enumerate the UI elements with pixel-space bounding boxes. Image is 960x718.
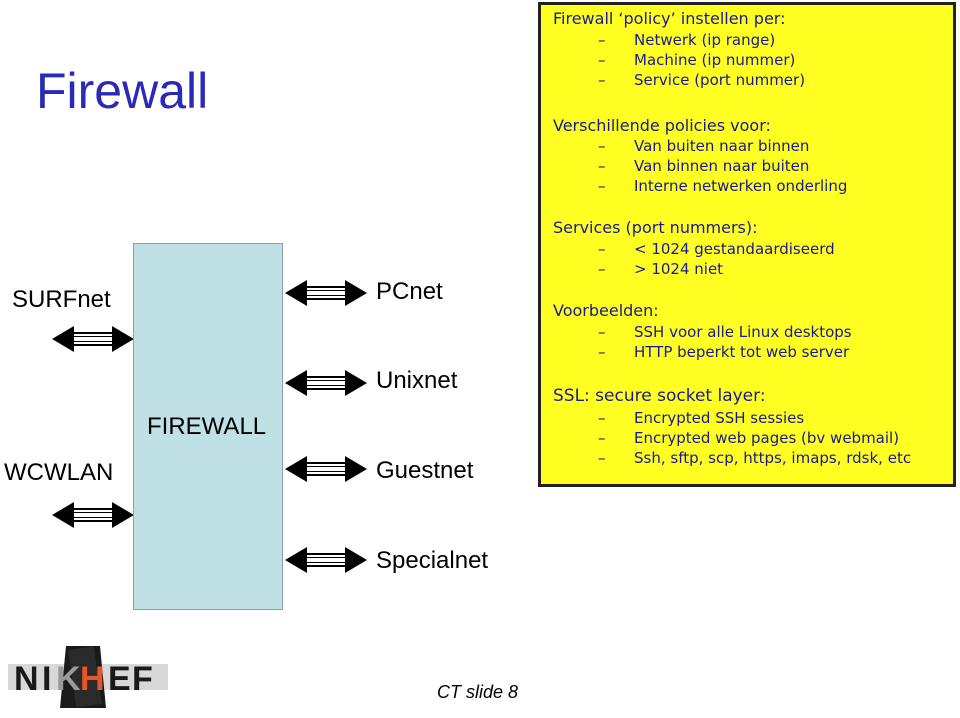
- bullet-dash: –: [598, 449, 606, 467]
- bullet-dash: –: [598, 51, 606, 69]
- policy-item: HTTP beperkt tot web server: [634, 343, 850, 361]
- arrow-unixnet: [285, 370, 367, 396]
- bullet-dash: –: [598, 240, 606, 258]
- bullet-dash: –: [598, 71, 606, 89]
- arrow-pcnet: [285, 280, 367, 306]
- policy-item: Ssh, sftp, scp, https, imaps, rdsk, etc: [634, 449, 912, 467]
- logo-letter-k: K: [56, 660, 81, 698]
- logo-letter-h: H: [80, 660, 105, 698]
- network-label-unixnet: Unixnet: [376, 367, 458, 394]
- bullet-dash: –: [598, 31, 606, 49]
- bullet-dash: –: [598, 429, 606, 447]
- policy-item: > 1024 niet: [634, 260, 724, 278]
- policy-heading-1: Firewall ‘policy’ instellen per:: [553, 9, 786, 28]
- policy-item: Van buiten naar binnen: [634, 137, 810, 155]
- policy-item: Interne netwerken onderling: [634, 177, 848, 195]
- arrow-surfnet: [52, 326, 134, 352]
- firewall-box: [133, 243, 283, 610]
- bullet-dash: –: [598, 409, 606, 427]
- network-label-wcwlan: WCWLAN: [4, 459, 114, 486]
- policy-heading-5: SSL: secure socket layer:: [553, 386, 766, 406]
- policy-heading-4: Voorbeelden:: [553, 301, 659, 320]
- logo-letter-f: F: [132, 660, 153, 698]
- policy-item: SSH voor alle Linux desktops: [634, 323, 852, 341]
- bullet-dash: –: [598, 137, 606, 155]
- network-label-guestnet: Guestnet: [376, 457, 474, 484]
- slide-number: CT slide 8: [437, 682, 519, 702]
- policy-heading-3: Services (port nummers):: [553, 218, 758, 237]
- policy-item: Encrypted SSH sessies: [634, 409, 805, 427]
- logo-letter-i: I: [42, 660, 51, 698]
- network-label-pcnet: PCnet: [376, 278, 443, 305]
- network-label-specialnet: Specialnet: [376, 547, 489, 574]
- bullet-dash: –: [598, 343, 606, 361]
- bullet-dash: –: [598, 157, 606, 175]
- policy-item: Machine (ip nummer): [634, 51, 796, 69]
- firewall-label: FIREWALL: [147, 413, 267, 440]
- policy-item: < 1024 gestandaardiseerd: [634, 240, 835, 258]
- bullet-dash: –: [598, 260, 606, 278]
- logo-letter-e: E: [108, 660, 131, 698]
- logo-letter-n: N: [14, 660, 39, 698]
- policy-item: Netwerk (ip range): [634, 31, 776, 49]
- arrow-guestnet: [285, 456, 367, 482]
- policy-heading-2: Verschillende policies voor:: [553, 116, 771, 135]
- network-label-surfnet: SURFnet: [12, 286, 111, 313]
- policy-item: Service (port nummer): [634, 71, 806, 89]
- arrow-specialnet: [285, 547, 367, 573]
- bullet-dash: –: [598, 323, 606, 341]
- policy-item: Encrypted web pages (bv webmail): [634, 429, 900, 447]
- policy-item: Van binnen naar buiten: [634, 157, 810, 175]
- bullet-dash: –: [598, 177, 606, 195]
- nikhef-logo: N I K H E F: [8, 644, 168, 710]
- arrow-wcwlan: [52, 502, 134, 528]
- slide-title: Firewall: [36, 63, 209, 119]
- policy-box: [538, 2, 956, 487]
